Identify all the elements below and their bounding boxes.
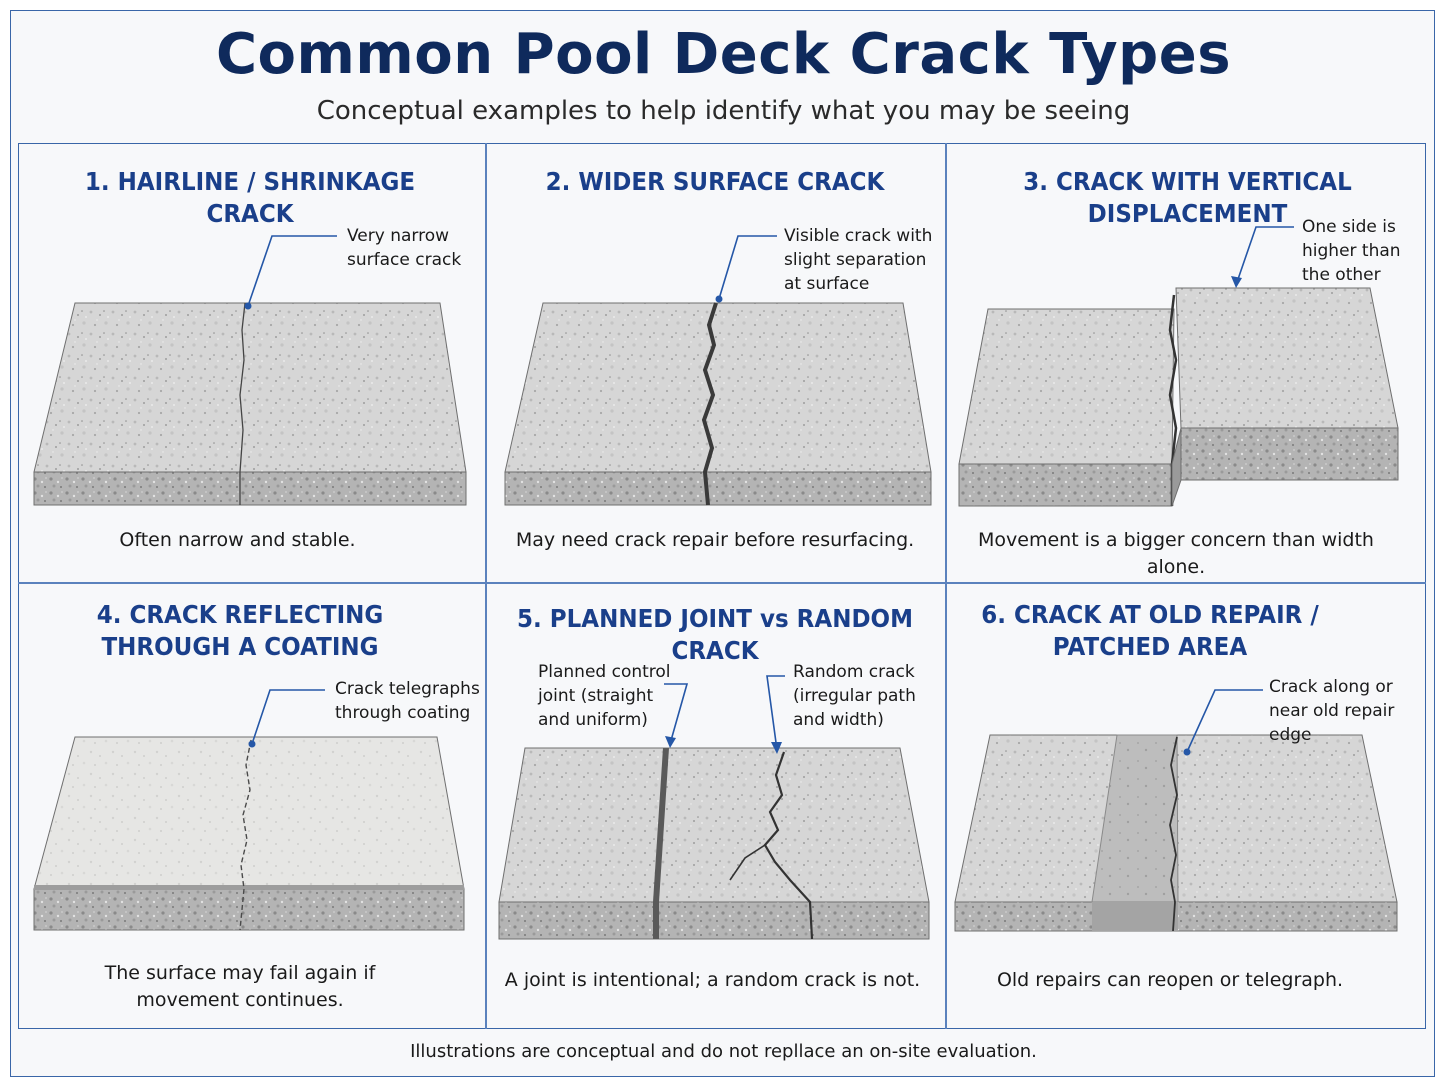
panel-3-title: 3. CRACK WITH VERTICAL DISPLACEMENT: [1023, 167, 1352, 228]
panel-3-caption: Movement is a bigger concern than width …: [978, 529, 1374, 578]
title-line: THROUGH A COATING: [101, 632, 379, 661]
panel-4-caption: The surface may fail again if movement c…: [30, 960, 450, 1014]
slab-coating: [33, 689, 465, 931]
note-line: Crack telegraphs: [335, 679, 480, 699]
caption-line: movement continues.: [136, 989, 344, 1011]
panel-grid: [18, 143, 1426, 1029]
title-line: PATCHED AREA: [1052, 632, 1248, 661]
note-line: Very narrow: [347, 226, 450, 246]
note-line: (irregular path: [793, 686, 916, 706]
slab-displacement: [958, 226, 1399, 507]
note-line: edge: [1269, 725, 1312, 745]
panel-6-note: Crack along or near old repair edge: [1269, 675, 1394, 747]
note-line: slight separation: [784, 250, 927, 270]
panel-5-note-joint: Planned control joint (straight and unif…: [538, 660, 671, 732]
note-line: near old repair: [1269, 701, 1395, 721]
note-line: Visible crack with: [784, 226, 933, 246]
panel-5-caption: A joint is intentional; a random crack i…: [504, 969, 921, 991]
note-line: and uniform): [538, 710, 648, 730]
grid-divider: [18, 582, 1426, 584]
panel-6-title: 6. CRACK AT OLD REPAIR / PATCHED AREA: [966, 599, 1334, 663]
footer-disclaimer: Illustrations are conceptual and do not …: [410, 1041, 1037, 1062]
panel-2-note: Visible crack with slight separation at …: [784, 224, 932, 296]
note-line: joint (straight: [538, 686, 654, 706]
grid-divider: [485, 143, 487, 1029]
caption-line: The surface may fail again if: [104, 962, 376, 984]
panel-2-title: 2. WIDER SURFACE CRACK: [545, 167, 885, 196]
note-line: Random crack: [793, 662, 915, 682]
slab-joint-vs-crack: [498, 675, 930, 940]
slab-hairline: [33, 235, 467, 506]
note-line: surface crack: [347, 250, 462, 270]
panel-1-note: Very narrow surface crack: [347, 224, 461, 272]
page-title: Common Pool Deck Crack Types: [215, 22, 1232, 87]
note-line: One side is: [1302, 217, 1396, 237]
slab-old-repair: [954, 689, 1398, 932]
grid-divider: [945, 143, 947, 1029]
note-line: the other: [1302, 265, 1381, 285]
note-line: Planned control: [538, 662, 671, 682]
panel-4-title: 4. CRACK REFLECTING THROUGH A COATING: [47, 599, 433, 663]
panel-1-title: 1. HAIRLINE / SHRINKAGE CRACK: [84, 167, 416, 228]
panel-2-caption: May need crack repair before resurfacing…: [515, 529, 915, 551]
panel-5-title: 5. PLANNED JOINT vs RANDOM CRACK: [517, 604, 913, 665]
panel-6-caption: Old repairs can reopen or telegraph.: [996, 969, 1344, 991]
title-line: 4. CRACK REFLECTING: [96, 600, 384, 629]
note-line: higher than: [1302, 241, 1401, 261]
panel-5-note-crack: Random crack (irregular path and width): [793, 660, 916, 732]
note-line: Crack along or: [1269, 677, 1393, 697]
panel-1-caption: Often narrow and stable.: [119, 529, 356, 551]
slab-wider-crack: [504, 235, 932, 506]
title-line: 6. CRACK AT OLD REPAIR /: [981, 600, 1319, 629]
note-line: and width): [793, 710, 884, 730]
note-line: at surface: [784, 274, 870, 294]
panel-4-note: Crack telegraphs through coating: [335, 677, 480, 725]
note-line: through coating: [335, 703, 471, 723]
panel-3-note: One side is higher than the other: [1302, 215, 1401, 287]
page-subtitle: Conceptual examples to help identify wha…: [316, 96, 1131, 126]
